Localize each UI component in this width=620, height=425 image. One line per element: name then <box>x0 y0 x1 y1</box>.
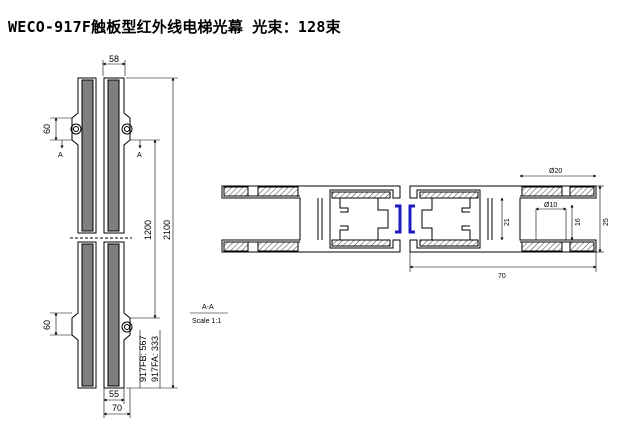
dim-70: 70 <box>498 273 506 280</box>
lower-right-hole <box>121 321 133 333</box>
cross-section-view <box>221 174 604 272</box>
dim-outer-dia: Ø20 <box>549 168 562 175</box>
model-fa-length: 917FA: 333 <box>150 336 160 382</box>
dim-top-width: 58 <box>109 54 119 64</box>
dim-25: 25 <box>603 218 610 226</box>
left-blue-channel <box>395 204 402 234</box>
left-top-flange <box>223 186 249 197</box>
right-top-flange <box>419 191 479 199</box>
right-blue-channel <box>408 204 415 234</box>
dim-21: 21 <box>504 218 511 226</box>
right-bottom-flange <box>419 239 479 247</box>
section-mark-right: A <box>137 152 142 159</box>
dim-inner-dia: Ø10 <box>544 202 557 209</box>
left-bottom-flange <box>223 241 249 252</box>
dim-16: 16 <box>575 218 582 226</box>
page-title: WECO-917F触板型红外线电梯光幕 光束：128束 <box>8 18 341 36</box>
left-elevation-view <box>50 60 178 418</box>
dim-total-length: 2100 <box>162 220 172 240</box>
dim-upper-hole: 60 <box>42 124 52 134</box>
left-profile-upper <box>71 77 97 234</box>
section-name: A-A <box>202 304 214 311</box>
upper-right-hole <box>121 123 133 135</box>
dim-bottom-inner: 55 <box>109 389 119 399</box>
section-label: A-A Scale 1:1 <box>190 304 228 325</box>
left-profile-lower-fill <box>81 243 94 387</box>
left-profile-lower <box>71 241 97 389</box>
dim-lower-hole: 60 <box>42 320 52 330</box>
right-section-outline <box>409 185 597 253</box>
upper-left-hole <box>70 123 82 135</box>
model-fb-length: 917FB: 567 <box>138 335 148 382</box>
left-profile-upper-fill <box>81 79 94 232</box>
dim-bottom-outer: 70 <box>112 403 122 413</box>
right-profile-lower <box>103 241 131 389</box>
section-mark-left: A <box>58 152 63 159</box>
left-section-outline <box>221 185 401 253</box>
dim-section-length: 1200 <box>143 220 153 240</box>
right-profile-upper-fill <box>107 79 120 232</box>
section-scale: Scale 1:1 <box>192 318 221 325</box>
right-profile-lower-fill <box>107 243 120 387</box>
